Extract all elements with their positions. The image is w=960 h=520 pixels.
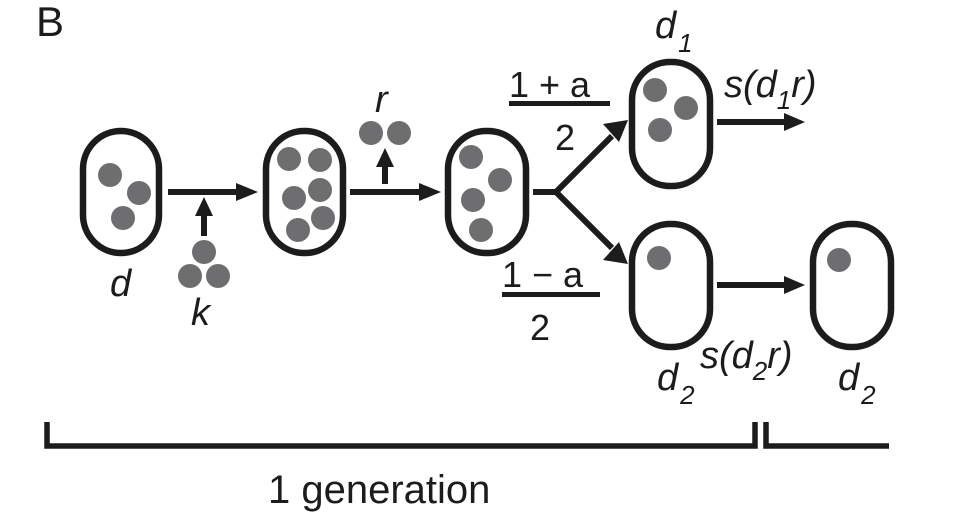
particle	[311, 206, 335, 230]
arrow-loss	[350, 183, 441, 201]
arrow-selection-lower	[717, 276, 805, 294]
gain-label-k: k	[191, 292, 212, 334]
fraction-numerator: 1 + a	[509, 64, 591, 105]
particle	[461, 188, 485, 212]
particle	[127, 181, 151, 205]
particle	[192, 240, 216, 264]
loss-particles	[359, 121, 411, 145]
particle	[98, 163, 122, 187]
arrow-head	[195, 197, 213, 216]
particle	[469, 218, 493, 242]
fraction-numerator: 1 − a	[502, 254, 584, 295]
cell-label-d2-next: d2	[838, 357, 876, 410]
arrow-head-lower	[603, 242, 628, 264]
particle	[282, 186, 306, 210]
arrow-shaft-upper	[551, 133, 615, 197]
particle	[459, 145, 483, 169]
arrow-head	[784, 276, 805, 294]
arrow-split	[533, 120, 628, 264]
particle	[178, 264, 202, 288]
fraction-bar	[509, 101, 610, 106]
particle	[308, 148, 332, 172]
loss-label-r: r	[375, 79, 389, 121]
next-generation-bracket	[763, 422, 889, 449]
cell-parent	[79, 127, 163, 257]
arrow-head	[236, 183, 258, 201]
cell-outline	[628, 220, 714, 351]
particle	[647, 246, 671, 270]
cell-daughter-2	[628, 220, 714, 351]
particle	[674, 96, 698, 120]
particle	[111, 206, 135, 230]
cell-outline	[809, 220, 895, 351]
gain-particles	[178, 240, 230, 288]
arrow-gain	[168, 183, 258, 201]
cell-outline	[628, 58, 714, 190]
particle	[359, 121, 383, 145]
particle	[488, 168, 512, 192]
arrow-loss-output	[376, 148, 394, 184]
arrow-head	[784, 113, 805, 131]
fraction-upper: 1 + a 2	[509, 64, 610, 158]
cell-after-loss	[444, 127, 530, 257]
cell-after-gain	[262, 127, 347, 257]
particle	[643, 78, 667, 102]
particle	[308, 178, 332, 202]
cell-daughter-1	[628, 58, 714, 190]
cell-label-d2: d2	[657, 357, 695, 410]
fraction-denominator: 2	[555, 117, 575, 158]
particle	[286, 218, 310, 242]
numerator-text: 1 + a	[509, 64, 591, 105]
cell-label-d1: d1	[655, 5, 693, 58]
generation-bracket	[44, 422, 758, 449]
generation-label: 1 generation	[268, 468, 490, 512]
cell-label-d: d	[110, 263, 133, 305]
selection-label-upper: s(d1r)	[724, 64, 817, 115]
particle	[277, 147, 301, 171]
particle	[827, 248, 851, 272]
arrow-head	[376, 148, 394, 167]
particle	[387, 121, 411, 145]
particle	[648, 118, 672, 142]
arrow-shaft-lower	[551, 187, 615, 251]
fraction-bar	[502, 292, 600, 297]
particle	[206, 264, 230, 288]
fraction-lower: 1 − a 2	[502, 254, 600, 348]
panel-label: B	[36, 0, 64, 45]
cell-daughter-2-next	[809, 220, 895, 351]
fraction-denominator: 2	[530, 307, 550, 348]
arrow-head	[419, 183, 441, 201]
arrow-gain-input	[195, 197, 213, 236]
arrow-head-upper	[603, 120, 628, 142]
arrow-selection-upper	[717, 113, 805, 131]
selection-label-lower: s(d2r)	[700, 335, 793, 386]
cell-outline	[79, 127, 163, 257]
numerator-text: 1 − a	[502, 254, 584, 295]
